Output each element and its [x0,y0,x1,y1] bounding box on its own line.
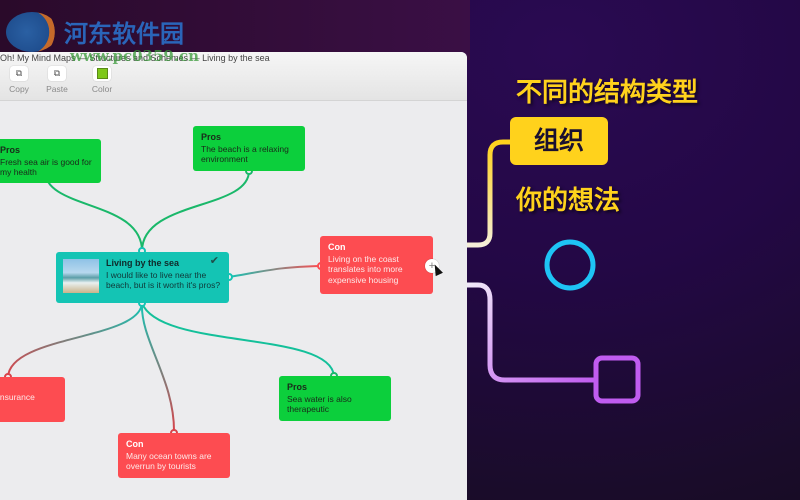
toolbar: Oh! My Mind Maps — Structures and Scheme… [0,52,467,101]
node-title: Living by the sea [106,258,180,268]
link-pro2 [141,170,250,252]
watermark-name: 河东软件园 [64,19,184,48]
purple-branch [467,282,597,383]
node-pro3[interactable]: Pros Sea water is also therapeutic [279,376,391,421]
paste-icon: ⧉ [53,68,61,78]
node-type: Con [126,439,144,449]
yellow-branch [467,139,512,248]
link-con3 [140,302,176,434]
mindmap-canvas[interactable]: Pros Fresh sea air is good for my health… [0,100,467,500]
beach-thumbnail [63,259,99,293]
app-window: Oh! My Mind Maps — Structures and Scheme… [0,52,467,500]
paste-button[interactable]: ⧉ Paste [39,66,75,94]
link-pro1 [44,170,143,252]
watermark-logo-icon [6,12,58,52]
background [0,0,470,60]
node-pro2[interactable]: Pros The beach is a relaxing environment [193,126,305,171]
window-title: Oh! My Mind Maps — Structures and Scheme… [0,53,270,63]
node-type: Con [328,242,346,252]
node-text: Many ocean towns are overrun by tourists [126,450,212,472]
circle-shape [544,239,596,291]
node-type: Pros [201,132,222,142]
connections [4,167,338,437]
node-pro1[interactable]: Pros Fresh sea air is good for my health [0,139,101,183]
copy-button[interactable]: ⧉ Copy [1,66,37,94]
color-label: Color [91,84,113,94]
node-con3[interactable]: Con Many ocean towns are overrun by tour… [118,433,230,478]
checkmark-icon[interactable]: ✔ [209,255,219,267]
node-text: Living on the coast translates into more… [328,253,403,285]
copy-label: Copy [9,84,29,94]
watermark-url: www.pc0359.cn [70,47,200,65]
node-con2[interactable]: insurance [0,377,65,422]
node-text: insurance [0,392,35,402]
node-text: The beach is a relaxing environment [201,143,289,165]
node-central[interactable]: ✔ Living by the sea I would like to live… [56,252,229,303]
promo-line-3: 你的想法 [516,186,621,216]
link-pro3 [141,302,335,377]
node-text: Sea water is also therapeutic [287,393,352,415]
paste-label: Paste [46,84,68,94]
color-button[interactable]: Color [84,66,120,94]
add-node-button[interactable]: + [425,259,439,273]
promo-badge: 组织 [510,117,608,165]
node-type: Pros [0,145,21,155]
node-con1[interactable]: Con Living on the coast translates into … [320,236,433,294]
square-shape [593,355,641,404]
promo-line-1: 不同的结构类型 [516,78,699,108]
node-text: Fresh sea air is good for my health [0,156,92,178]
node-type: Pros [287,382,308,392]
copy-icon: ⧉ [15,68,23,78]
color-swatch-icon [96,68,108,79]
plus-icon: + [428,260,436,272]
node-text: I would like to live near the beach, but… [106,269,221,291]
link-con1 [228,265,322,278]
link-con2 [7,302,143,378]
